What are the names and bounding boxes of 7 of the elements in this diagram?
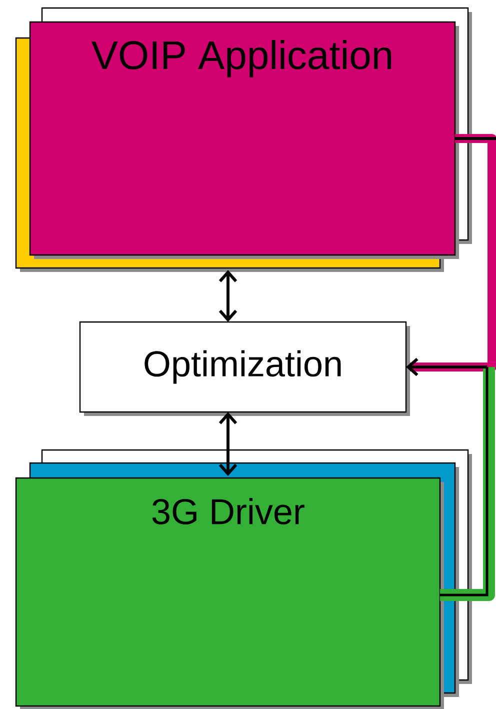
arrow [406,358,487,376]
arrow [218,412,238,476]
process-box: VOIP Application [15,7,472,272]
process-box: 3G Driver [15,449,472,709]
arrow [410,134,496,372]
process-box: Optimization [79,321,410,416]
arrow [218,270,238,322]
